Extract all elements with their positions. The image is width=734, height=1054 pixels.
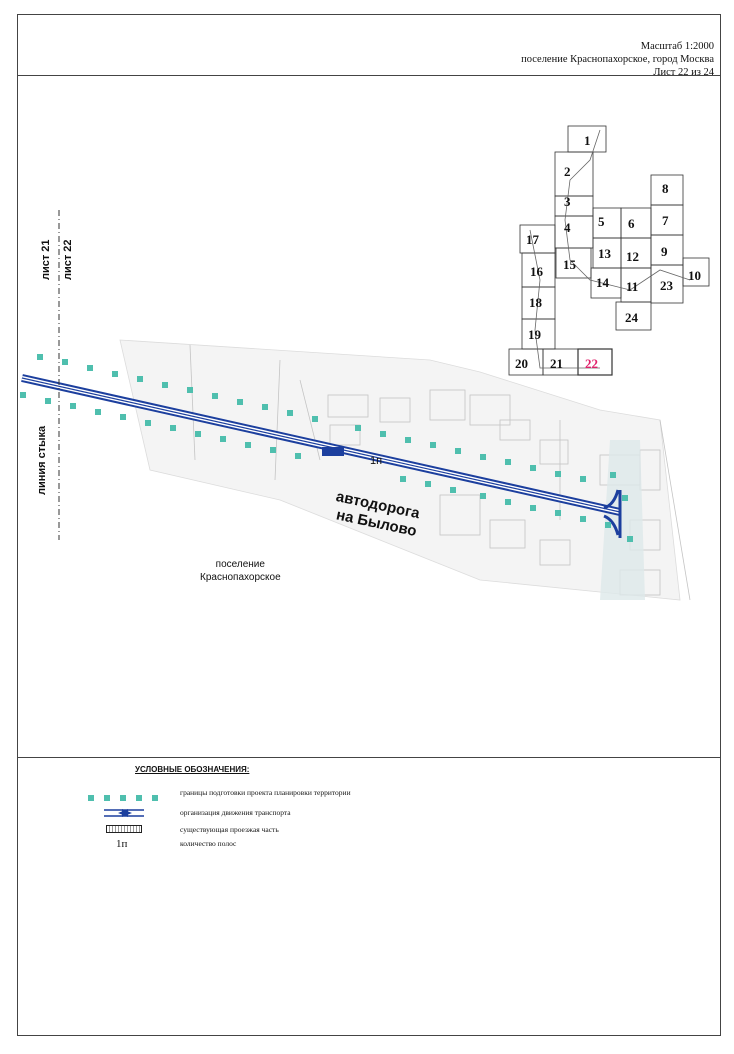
carriageway-icon xyxy=(106,825,142,833)
legend-label-traffic: организация движения транспорта xyxy=(180,808,291,817)
svg-text:8: 8 xyxy=(662,181,669,196)
svg-text:17: 17 xyxy=(526,232,540,247)
traffic-direction-marker xyxy=(322,447,344,456)
settlement-line1: поселение xyxy=(215,559,265,570)
legend-label-lanes: количество полос xyxy=(180,839,237,848)
svg-text:9: 9 xyxy=(661,244,668,259)
svg-text:2: 2 xyxy=(564,164,571,179)
svg-text:20: 20 xyxy=(515,356,528,371)
svg-text:13: 13 xyxy=(598,246,612,261)
svg-text:11: 11 xyxy=(626,279,638,294)
svg-text:18: 18 xyxy=(529,295,543,310)
svg-text:1: 1 xyxy=(584,133,591,148)
index-map xyxy=(508,125,710,376)
svg-text:3: 3 xyxy=(564,194,571,209)
svg-text:14: 14 xyxy=(596,275,610,290)
intersection-area xyxy=(600,440,645,600)
header-divider xyxy=(17,75,721,76)
svg-text:4: 4 xyxy=(564,220,571,235)
svg-text:12: 12 xyxy=(626,249,639,264)
scale-text: Масштаб 1:2000 xyxy=(640,41,714,52)
lane-count-icon: 1п xyxy=(116,838,128,850)
road-bylovo xyxy=(21,374,622,538)
sheet-frame xyxy=(17,14,721,1036)
legend-label-boundary: границы подготовки проекта планировки те… xyxy=(180,788,351,797)
teal-dot-boundary-icon xyxy=(88,788,168,806)
svg-text:7: 7 xyxy=(662,213,669,228)
legend-divider xyxy=(17,757,721,758)
junction-line-label: линия стыка xyxy=(36,425,48,495)
legend-title: УСЛОВНЫЕ ОБОЗНАЧЕНИЯ: xyxy=(135,765,250,774)
traffic-direction-icon xyxy=(104,809,144,817)
svg-text:6: 6 xyxy=(628,216,635,231)
boundary-dots xyxy=(20,354,633,542)
legend-label-carriageway: существующая проезжая часть xyxy=(180,825,279,834)
svg-text:15: 15 xyxy=(563,257,577,272)
svg-text:19: 19 xyxy=(528,327,542,342)
title-block: Масштаб 1:2000 поселение Краснопахорское… xyxy=(521,40,714,79)
sheet-21-label: лист 21 xyxy=(40,239,52,280)
settlement-line2: Краснопахорское xyxy=(200,572,281,583)
lane-count-label: 1п xyxy=(370,455,383,467)
svg-text:24: 24 xyxy=(625,310,639,325)
svg-text:22: 22 xyxy=(585,356,598,371)
svg-text:10: 10 xyxy=(688,268,701,283)
base-map xyxy=(119,339,691,601)
svg-text:16: 16 xyxy=(530,264,544,279)
sheet-number-text: Лист 22 из 24 xyxy=(653,67,714,78)
svg-text:21: 21 xyxy=(550,356,563,371)
settlement-label: поселение Краснопахорское xyxy=(200,558,281,584)
location-text: поселение Краснопахорское, город Москва xyxy=(521,54,714,65)
sheet-22-label: лист 22 xyxy=(62,239,74,280)
svg-text:5: 5 xyxy=(598,214,605,229)
svg-text:23: 23 xyxy=(660,278,674,293)
